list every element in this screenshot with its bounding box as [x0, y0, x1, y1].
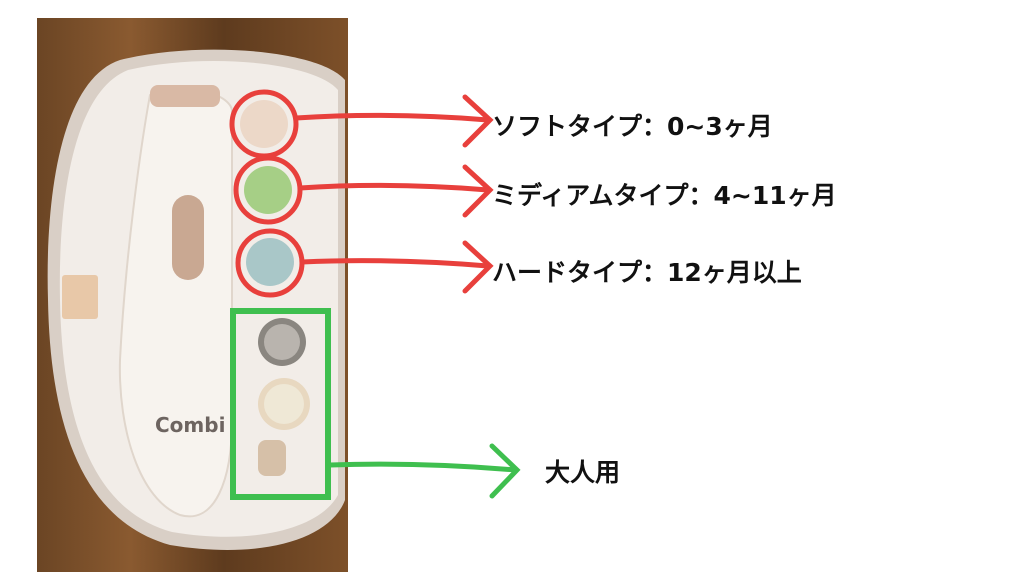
red-arrow-hard	[299, 240, 494, 294]
label-hard-type: ハードタイプ：12ヶ月以上	[492, 258, 802, 287]
red-arrow-soft	[293, 94, 494, 148]
green-box-adult	[230, 308, 331, 500]
trimmer-device: Combi	[118, 85, 233, 518]
attachments	[240, 100, 310, 476]
brand-logo: Combi	[155, 413, 225, 437]
red-arrow-medium	[297, 164, 494, 218]
label-medium-type: ミディアムタイプ：4~11ヶ月	[492, 181, 837, 210]
label-soft-type: ソフトタイプ：0~3ヶ月	[492, 112, 773, 141]
green-arrow-adult	[327, 443, 521, 499]
label-adult: 大人用	[545, 458, 621, 487]
